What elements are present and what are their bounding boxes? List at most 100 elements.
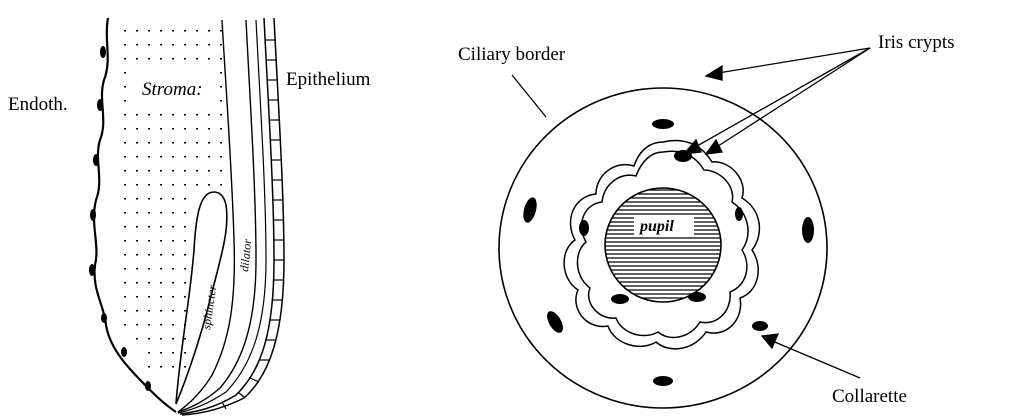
stroma-dot (220, 156, 222, 158)
stroma-dot (184, 58, 186, 60)
stroma-dot (184, 310, 186, 312)
iris-cross-section: Endoth. Stroma: Epithelium sphincter dil… (8, 18, 371, 415)
stroma-dot (196, 114, 198, 116)
stroma-dot (208, 128, 210, 130)
stroma-dot (184, 156, 186, 158)
stroma-dot (160, 184, 162, 186)
stroma-dot (124, 114, 126, 116)
stroma-dot (124, 128, 126, 130)
stroma-dot (136, 324, 138, 326)
stroma-dot (196, 58, 198, 60)
stroma-dot (172, 58, 174, 60)
stroma-dot (184, 142, 186, 144)
stroma-dot (160, 170, 162, 172)
stroma-dot (136, 226, 138, 228)
sphincter-muscle (176, 192, 227, 404)
stroma-dot (160, 30, 162, 32)
iris-front-view: pupil Ciliary (458, 32, 955, 408)
stroma-dot (136, 128, 138, 130)
stroma-dot (184, 352, 186, 354)
stroma-dot (160, 142, 162, 144)
stroma-dot (124, 44, 126, 46)
stroma-dot (184, 170, 186, 172)
crypt (544, 309, 566, 336)
stroma-dot (148, 128, 150, 130)
stroma-label-text: Stroma (142, 79, 196, 100)
stroma-dot (184, 254, 186, 256)
stroma-dot (148, 184, 150, 186)
stroma-dot (136, 338, 138, 340)
stroma-dot (220, 184, 222, 186)
stroma-dot (124, 72, 126, 74)
stroma-dot (220, 86, 222, 88)
stroma-dot (184, 296, 186, 298)
stroma-dot (160, 212, 162, 214)
crypt (653, 376, 673, 386)
stroma-dot (172, 226, 174, 228)
stroma-dot (172, 366, 174, 368)
stroma-dot (184, 226, 186, 228)
stroma-dot (148, 114, 150, 116)
stroma-dot (220, 72, 222, 74)
crypt (688, 292, 706, 302)
stroma-dot (208, 114, 210, 116)
epithelium-label: Epithelium (286, 69, 371, 90)
stroma-dot (160, 198, 162, 200)
ciliary-border-label: Ciliary border (458, 44, 566, 65)
stroma-dot (172, 324, 174, 326)
stroma-dot (136, 310, 138, 312)
stroma-dot (124, 254, 126, 256)
stroma-dot (124, 212, 126, 214)
stroma-dot (136, 142, 138, 144)
stroma-dot (184, 282, 186, 284)
stroma-dot (124, 156, 126, 158)
pupil-label: pupil (638, 218, 674, 235)
stroma-dot (124, 170, 126, 172)
stroma-dot (160, 282, 162, 284)
stroma-dot (124, 30, 126, 32)
stroma-dot (160, 240, 162, 242)
stroma-dot (220, 114, 222, 116)
stroma-dot (172, 212, 174, 214)
stroma-dot (208, 184, 210, 186)
stroma-dot (196, 156, 198, 158)
stroma-dot (184, 30, 186, 32)
stroma-dot (124, 226, 126, 228)
stroma-dot (148, 324, 150, 326)
stroma-dot (172, 44, 174, 46)
stroma-dot (172, 30, 174, 32)
stroma-dot (136, 44, 138, 46)
stroma-dot (184, 44, 186, 46)
stroma-dot (196, 184, 198, 186)
stroma-dot (160, 58, 162, 60)
stroma-dot (184, 198, 186, 200)
stroma-label-suffix: : (196, 79, 202, 100)
stroma-dot (172, 254, 174, 256)
stroma-dot (184, 114, 186, 116)
stroma-dot (172, 170, 174, 172)
stroma-dot (172, 198, 174, 200)
stroma-dot (124, 86, 126, 88)
stroma-dot (124, 198, 126, 200)
stroma-dot (160, 324, 162, 326)
stroma-dot (184, 268, 186, 270)
stroma-dot (160, 268, 162, 270)
ciliary-border-leader (512, 75, 546, 117)
stroma-dot (160, 352, 162, 354)
crypt (735, 207, 743, 221)
sphincter-label: sphincter (199, 284, 219, 331)
stroma-dot (148, 170, 150, 172)
stroma-dot (148, 296, 150, 298)
stroma-dot (124, 142, 126, 144)
stroma-dot (124, 100, 126, 102)
stroma-dot (136, 212, 138, 214)
stroma-dot (220, 142, 222, 144)
stroma-dot (160, 226, 162, 228)
stroma-dot (148, 212, 150, 214)
stroma-dot (136, 170, 138, 172)
stroma-dot (220, 58, 222, 60)
stroma-dot (148, 366, 150, 368)
collarette-label: Collarette (832, 386, 907, 407)
iris-crypts-label: Iris crypts (878, 32, 955, 53)
